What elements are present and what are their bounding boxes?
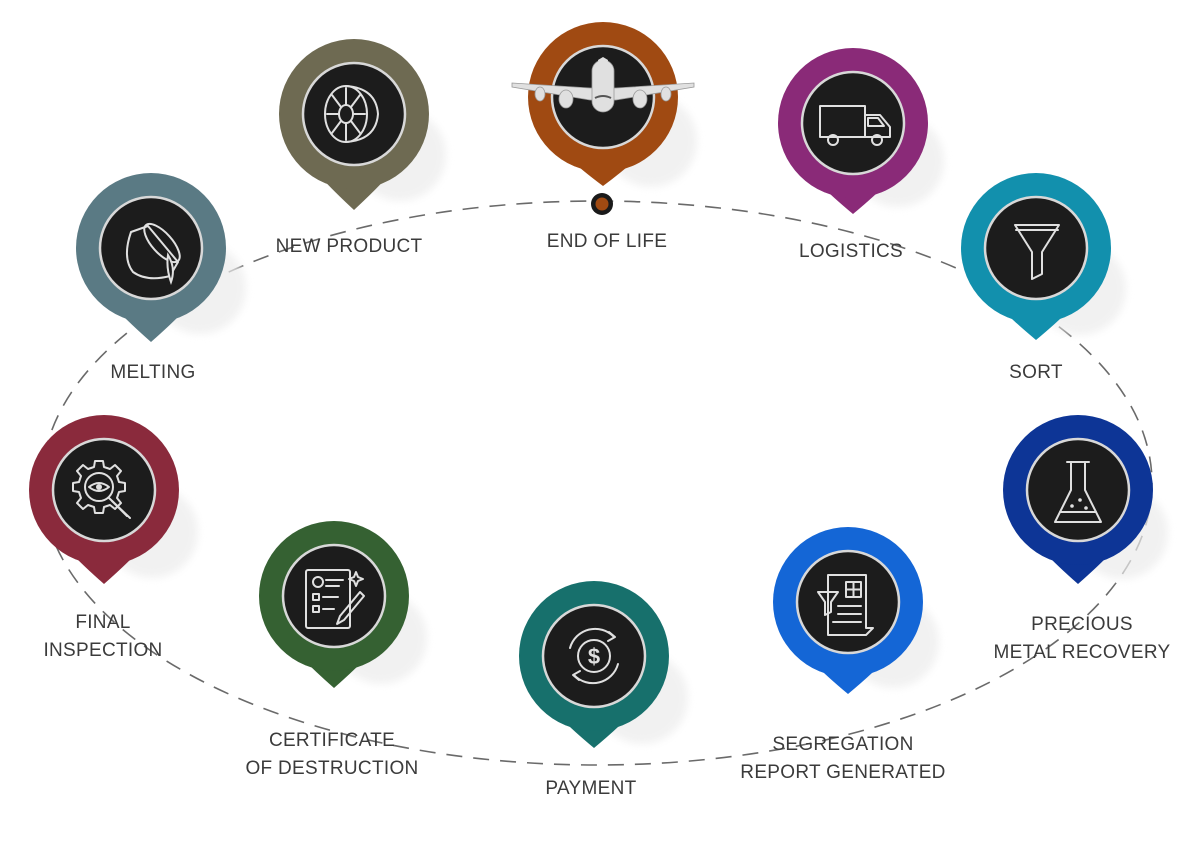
certificate-icon [305,569,365,629]
step-end-of-life: END OF LIFE [511,22,697,252]
report-icon [817,574,874,636]
svg-text:METAL RECOVERY: METAL RECOVERY [994,642,1171,663]
svg-text:CERTIFICATE: CERTIFICATE [269,730,395,751]
svg-text:NEW PRODUCT: NEW PRODUCT [276,236,423,257]
flask-icon [1054,461,1102,523]
svg-text:PAYMENT: PAYMENT [545,778,636,799]
crucible-icon [126,222,181,285]
step-sort: SORT [961,173,1126,383]
turbine-engine-icon [324,85,379,143]
svg-text:LOGISTICS: LOGISTICS [799,241,903,262]
svg-text:FINAL: FINAL [75,612,130,633]
step-final-inspection: FINAL INSPECTION [29,415,198,661]
step-segregation-report: SEGREGATION REPORT GENERATED [740,527,945,783]
step-precious-metal-recovery: PRECIOUS METAL RECOVERY [994,415,1171,663]
dollar-cycle-icon: $ [569,627,619,685]
step-certificate: CERTIFICATE OF DESTRUCTION [245,521,427,779]
svg-text:OF DESTRUCTION: OF DESTRUCTION [245,758,418,779]
step-logistics: LOGISTICS [778,48,944,262]
step-new-product: NEW PRODUCT [276,39,446,257]
step-label: END OF LIFE [547,231,667,252]
step-melting: MELTING [76,173,246,383]
svg-text:MELTING: MELTING [110,362,195,383]
funnel-icon [1014,224,1060,280]
svg-text:$: $ [588,644,600,669]
truck-icon [819,105,891,146]
inspection-gear-icon [72,460,131,519]
svg-text:REPORT GENERATED: REPORT GENERATED [740,762,945,783]
svg-text:SEGREGATION: SEGREGATION [772,734,913,755]
airplane-icon [511,57,695,113]
step-payment: $ PAYMENT [519,581,688,799]
svg-text:SORT: SORT [1009,362,1063,383]
svg-text:PRECIOUS: PRECIOUS [1031,614,1133,635]
svg-text:INSPECTION: INSPECTION [43,640,162,661]
